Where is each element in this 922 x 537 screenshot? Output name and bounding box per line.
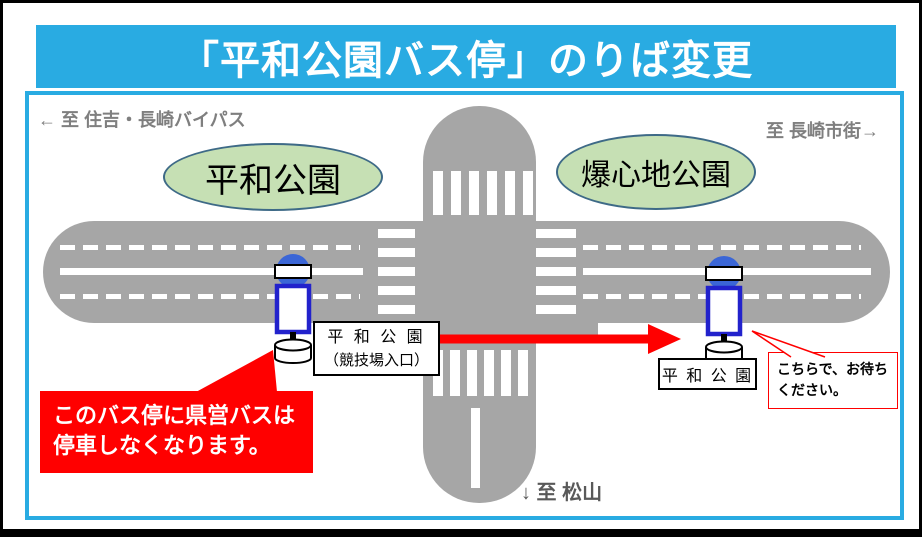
bus-stop-board [274,283,312,335]
bus-stop-pole [721,334,727,346]
page-title: 「平和公園バス停」のりば変更 [179,38,753,83]
bus-stop-base-top [274,338,312,352]
new-stop-name-box: 平 和 公 園 [658,358,757,390]
crosswalk-east [536,229,576,314]
old-stop-name-box: 平 和 公 園 （競技場入口） [313,321,440,376]
header-banner: 「平和公園バス停」のりば変更 [36,25,896,88]
lane-dash-west-upper [60,245,360,250]
lane-dash-east-upper [583,245,861,250]
bus-stop-pole [290,332,296,344]
hypocenter-park-label: 爆心地公園 [581,159,731,192]
lane-dash-west-lower [60,294,360,299]
bus-stop-base-top [705,340,743,354]
direction-south-label: ↓ 至 松山 [521,482,603,504]
crosswalk-west [378,229,415,314]
old-stop-name: 平 和 公 園 [327,328,426,346]
bus-stop-icon-new [705,256,743,366]
wait-here-line-2: ください。 [777,382,847,398]
crosswalk-north [433,171,533,215]
discontinued-stop-notice: このバス停に県営バスは 停車しなくなります。 [40,391,313,473]
notice-line-1: このバス停に県営バスは [53,403,296,428]
peace-park-ellipse: 平和公園 [163,143,383,211]
hypocenter-park-ellipse: 爆心地公園 [556,134,756,210]
notice-line-2: 停車しなくなります。 [53,433,271,458]
crosswalk-south [433,350,528,396]
bus-stop-board [705,285,743,337]
direction-east-label: 至 長崎市街→ [766,121,880,141]
bus-stop-icon-old [274,254,312,364]
lane-centerline-south [471,408,480,488]
peace-park-label: 平和公園 [205,161,341,200]
wait-here-line-1: こちらで、お待ち [777,361,889,377]
map-frame [25,91,904,520]
lane-centerline-west [60,268,363,275]
bus-stop-sign-band [274,264,312,279]
new-stop-name: 平 和 公 園 [661,368,754,385]
old-stop-subname: （競技場入口） [323,351,429,369]
bus-stop-sign-band [705,266,743,281]
wait-here-callout: こちらで、お待ち ください。 [768,352,898,409]
direction-west-label: ← 至 住吉・長崎バイパス [38,110,246,130]
